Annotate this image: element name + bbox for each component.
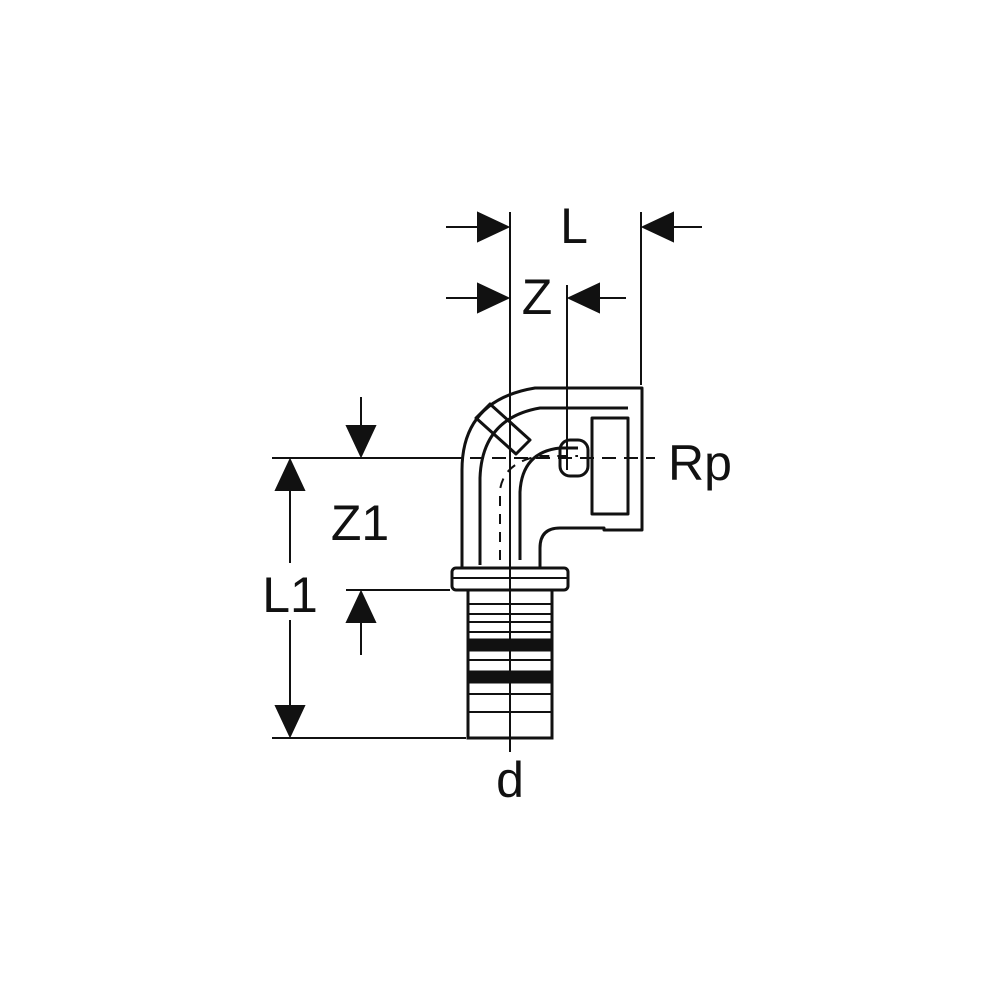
elbow-fitting: [460, 386, 644, 568]
l-left-arrow: [477, 211, 511, 243]
z-left-arrow: [477, 282, 511, 314]
label-Rp: Rp: [668, 435, 732, 491]
z1-bottom-arrow: [345, 589, 377, 623]
center-lines: [272, 212, 655, 752]
threaded-socket: [590, 416, 630, 516]
label-d: d: [496, 752, 524, 808]
z1-top-arrow: [345, 425, 377, 459]
l-right-arrow: [640, 211, 674, 243]
l1-bottom-arrow: [274, 705, 306, 739]
dimension-arrows: [274, 211, 702, 739]
z-right-arrow: [566, 282, 600, 314]
internal-passage: [499, 455, 578, 560]
label-Z: Z: [522, 269, 553, 325]
elbow-inner-bend: [518, 446, 578, 560]
elbow-inner-contour: [478, 406, 628, 565]
l1-top-arrow: [274, 457, 306, 491]
label-Z1: Z1: [331, 495, 389, 551]
elbow-outer-contour: [460, 386, 644, 568]
inspection-tab: [474, 402, 532, 456]
label-L: L: [560, 198, 588, 254]
label-L1: L1: [262, 567, 318, 623]
